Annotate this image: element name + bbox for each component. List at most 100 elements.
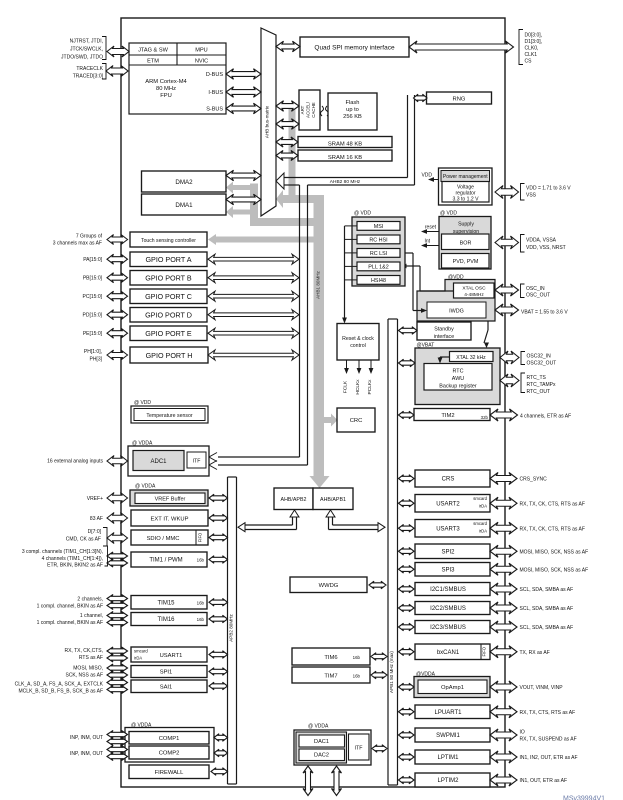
svg-text:SWPMI1: SWPMI1 [436, 733, 460, 739]
svg-text:ART: ART [300, 105, 305, 114]
svg-text:IWDG: IWDG [449, 309, 464, 315]
svg-text:HCLKx: HCLKx [355, 379, 361, 395]
svg-text:1 compl. channel, BKIN as AF: 1 compl. channel, BKIN as AF [37, 620, 103, 626]
svg-text:Backup register: Backup register [439, 384, 477, 390]
svg-text:RX, TX, CK, CTS, RTS as AF: RX, TX, CK, CTS, RTS as AF [520, 526, 585, 532]
svg-text:USART2: USART2 [436, 501, 460, 507]
svg-text:4 channels, ETR as AF: 4 channels, ETR as AF [520, 414, 571, 420]
svg-text:XTAL 32 kHz: XTAL 32 kHz [456, 355, 486, 361]
svg-text:GPIO PORT D: GPIO PORT D [145, 310, 192, 319]
svg-text:GPIO PORT E: GPIO PORT E [145, 329, 192, 338]
svg-text:ARM Cortex-M4: ARM Cortex-M4 [145, 79, 187, 85]
svg-text:SRAM 16 KB: SRAM 16 KB [328, 155, 362, 161]
svg-text:80 MHz: 80 MHz [156, 86, 176, 92]
svg-text:PB[15:0]: PB[15:0] [83, 276, 103, 282]
svg-text:Quad SPI memory interface: Quad SPI memory interface [314, 45, 395, 52]
svg-text:Power management: Power management [443, 174, 488, 180]
svg-text:OpAmp1: OpAmp1 [441, 685, 464, 691]
svg-text:GPIO PORT H: GPIO PORT H [146, 351, 193, 360]
svg-text:PH[1:0],: PH[1:0], [84, 349, 102, 355]
svg-text:@ VDDA: @ VDDA [132, 441, 153, 447]
svg-text:Reset & clock: Reset & clock [342, 336, 374, 342]
svg-text:VREF+: VREF+ [87, 496, 103, 502]
svg-text:@ VDDA: @ VDDA [308, 724, 329, 730]
svg-text:CACHE: CACHE [311, 102, 316, 117]
svg-text:@ VDD: @ VDD [440, 211, 457, 217]
svg-text:SCK, NSS as AF: SCK, NSS as AF [65, 673, 103, 679]
svg-text:CMD, CK as AF: CMD, CK as AF [66, 537, 101, 543]
svg-text:RNG: RNG [453, 97, 466, 103]
svg-text:RTC_OUT: RTC_OUT [527, 389, 551, 395]
svg-text:USART1: USART1 [160, 653, 183, 659]
svg-text:VDD: VDD [421, 173, 432, 179]
svg-text:VDD = 1.71 to 3.6 V: VDD = 1.71 to 3.6 V [526, 186, 571, 192]
svg-text:DAC2: DAC2 [314, 753, 329, 759]
svg-text:COMP1: COMP1 [159, 736, 180, 742]
svg-text:RTS as AF: RTS as AF [79, 655, 103, 661]
svg-text:smcard: smcard [473, 521, 487, 526]
svg-text:VDD, VSS, NRST: VDD, VSS, NRST [526, 245, 566, 251]
svg-text:JTDO/SWD, JTDO: JTDO/SWD, JTDO [61, 55, 103, 61]
svg-text:bxCAN1: bxCAN1 [437, 650, 460, 656]
svg-text:GPIO PORT C: GPIO PORT C [145, 292, 192, 301]
svg-text:DMA2: DMA2 [175, 179, 193, 186]
svg-text:TIM2: TIM2 [441, 413, 454, 419]
svg-text:JTAG & SW: JTAG & SW [138, 48, 168, 54]
svg-text:INP, INM, OUT: INP, INM, OUT [70, 751, 103, 757]
svg-text:3 channels max as AF: 3 channels max as AF [53, 241, 102, 247]
svg-text:SPI2: SPI2 [441, 549, 455, 555]
svg-text:4-48MHz: 4-48MHz [464, 292, 484, 298]
svg-text:FPU: FPU [160, 93, 172, 99]
svg-text:@ VDD: @ VDD [354, 211, 371, 217]
svg-text:D-BUS: D-BUS [206, 72, 223, 78]
svg-text:OSC32_OUT: OSC32_OUT [527, 361, 557, 367]
svg-text:SPI1: SPI1 [160, 670, 173, 676]
svg-text:TRACECLK: TRACECLK [76, 66, 103, 72]
svg-text:EXT IT. WKUP: EXT IT. WKUP [151, 517, 189, 523]
svg-text:RC HSI: RC HSI [369, 238, 387, 244]
svg-text:MSv39994V1: MSv39994V1 [563, 796, 605, 800]
svg-text:TX, RX as AF: TX, RX as AF [520, 650, 550, 656]
svg-text:RX, TX, SUSPEND as AF: RX, TX, SUSPEND as AF [520, 737, 577, 743]
svg-text:RTC: RTC [453, 369, 464, 375]
svg-text:BOR: BOR [460, 241, 472, 247]
svg-text:GPIO PORT A: GPIO PORT A [145, 255, 191, 264]
svg-text:VDDA, VSSA: VDDA, VSSA [526, 238, 557, 244]
svg-text:APB2 80MHz: APB2 80MHz [229, 614, 234, 642]
svg-text:up to: up to [346, 107, 359, 113]
svg-text:VOUT, VINM, VINP: VOUT, VINM, VINP [520, 685, 564, 691]
svg-text:APB1 80 MHz (max): APB1 80 MHz (max) [389, 651, 394, 693]
svg-text:IO: IO [520, 730, 525, 736]
svg-text:16b: 16b [197, 617, 205, 622]
svg-text:CRS_SYNC: CRS_SYNC [520, 477, 548, 483]
svg-text:IN1, IN2, OUT, ETR as AF: IN1, IN2, OUT, ETR as AF [520, 755, 578, 761]
svg-text:LPTIM1: LPTIM1 [437, 755, 459, 761]
svg-text:AHB/APB1: AHB/APB1 [320, 497, 346, 503]
svg-text:DMA1: DMA1 [175, 202, 193, 209]
svg-text:@VBAT: @VBAT [417, 343, 435, 349]
svg-text:LPUART1: LPUART1 [435, 710, 463, 716]
svg-text:1 channel,: 1 channel, [80, 613, 103, 619]
svg-text:PLL 1&2: PLL 1&2 [368, 265, 388, 271]
svg-text:PH[3]: PH[3] [89, 357, 102, 363]
svg-text:MOSI, MISO, SCK, NSS as AF: MOSI, MISO, SCK, NSS as AF [520, 549, 589, 555]
svg-text:16 external analog inputs: 16 external analog inputs [47, 459, 103, 465]
svg-text:RX, TX, CK, CTS, RTS as AF: RX, TX, CK, CTS, RTS as AF [520, 501, 585, 507]
svg-text:COMP2: COMP2 [159, 751, 180, 757]
svg-text:interface: interface [434, 334, 454, 340]
svg-text:CLK1: CLK1 [525, 52, 538, 58]
svg-text:I2C3/SMBUS: I2C3/SMBUS [430, 625, 466, 631]
svg-text:@ VDDA: @ VDDA [135, 484, 156, 490]
svg-text:FIREWALL: FIREWALL [155, 770, 185, 776]
svg-text:Standby: Standby [434, 327, 454, 333]
svg-text:D1[3:0],: D1[3:0], [525, 39, 543, 45]
svg-text:SPI3: SPI3 [441, 567, 455, 573]
svg-text:RC LSI: RC LSI [370, 251, 387, 257]
svg-text:ADC1: ADC1 [150, 459, 167, 465]
svg-text:supervision: supervision [453, 229, 479, 235]
svg-text:CRS: CRS [442, 477, 455, 483]
svg-text:ACCEL/: ACCEL/ [306, 101, 311, 118]
svg-text:ETM: ETM [147, 59, 159, 65]
svg-text:Int: Int [424, 239, 430, 245]
svg-text:OSC32_IN: OSC32_IN [527, 354, 552, 360]
